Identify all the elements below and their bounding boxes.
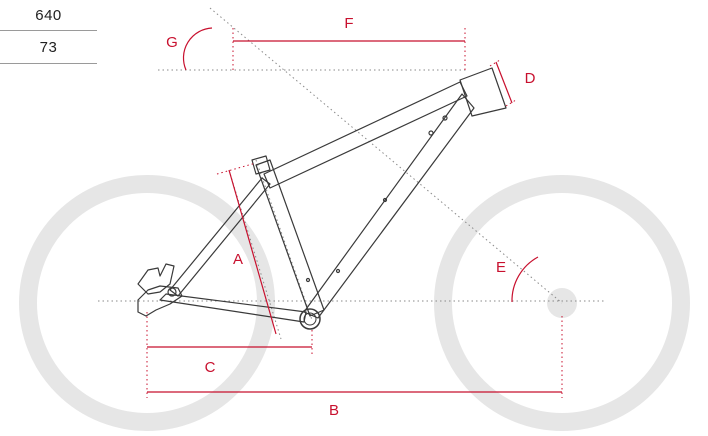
dimension-label-f: F: [344, 15, 353, 32]
dimension-label-b: B: [329, 402, 339, 419]
bottle-boss: [167, 287, 177, 297]
top-tube: [263, 81, 468, 189]
rear-dropout: [137, 285, 183, 317]
down-tube: [303, 93, 475, 319]
head-tube: [459, 67, 507, 117]
seat-collar: [251, 155, 271, 175]
dimension-label-e: E: [496, 259, 506, 276]
dimension-label-a: A: [233, 251, 243, 268]
seat-tube: [255, 159, 325, 317]
geometry-value-row-1: 640: [0, 0, 97, 31]
dimension-e-arc: [511, 256, 539, 303]
dimension-label-d: D: [525, 70, 536, 87]
rear-brake-mount: [137, 263, 175, 295]
chain-stay: [159, 293, 307, 323]
cable-guide: [442, 115, 448, 121]
cable-guide: [428, 130, 434, 136]
dimension-label-c: C: [205, 359, 216, 376]
dimension-d-line: [495, 61, 513, 104]
dimension-a-line: [228, 169, 277, 335]
bottle-boss: [382, 197, 388, 203]
bike-frame: [137, 67, 507, 330]
bottle-boss: [305, 277, 311, 283]
bottom-bracket: [299, 308, 321, 330]
dimension-label-g: G: [166, 34, 178, 51]
dimension-lines: [146, 27, 563, 398]
rear-wheel: [19, 175, 275, 431]
dimension-g-arc: [182, 27, 213, 71]
geometry-values-table: 640 73: [0, 0, 97, 64]
reference-guides: [98, 7, 604, 340]
bottle-boss: [335, 268, 341, 274]
front-wheel: [434, 175, 690, 431]
geometry-value-row-2: 73: [0, 31, 97, 64]
bottom-bracket-inner: [303, 312, 317, 326]
